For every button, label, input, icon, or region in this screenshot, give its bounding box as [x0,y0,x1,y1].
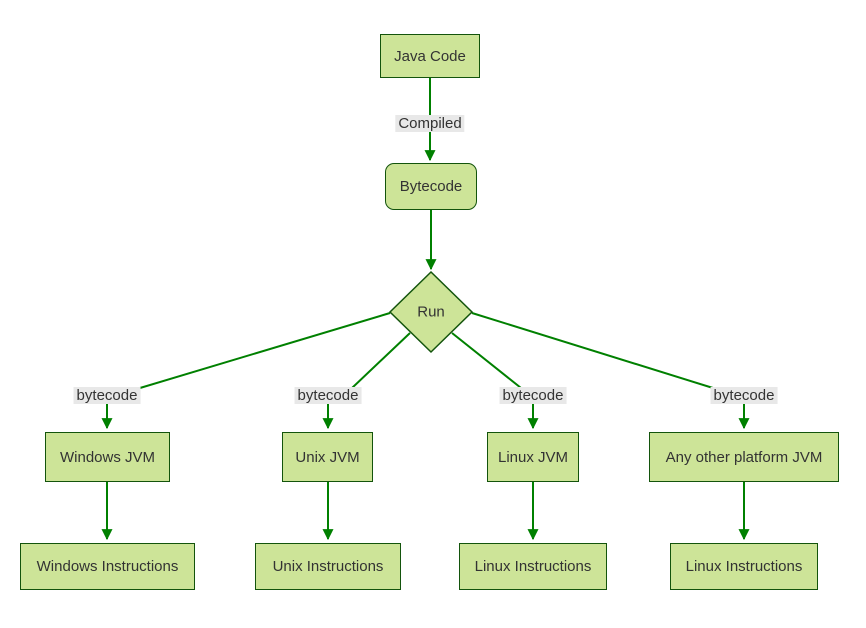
edge-label-compiled: Compiled [395,115,465,132]
edge-label-bytecode-1: bytecode [73,387,141,404]
node-unix-jvm: Unix JVM [282,432,373,482]
node-unix-instructions: Unix Instructions [255,543,401,590]
edge-label-bytecode-3: bytecode [499,387,567,404]
node-linux-instructions: Linux Instructions [459,543,607,590]
node-java-code: Java Code [380,34,480,78]
node-other-linux-instructions: Linux Instructions [670,543,818,590]
edge-label-bytecode-2: bytecode [294,387,362,404]
node-other-platform-jvm: Any other platform JVM [649,432,839,482]
edge-run-linux-jvm [451,332,539,430]
node-windows-jvm: Windows JVM [45,432,170,482]
node-bytecode: Bytecode [385,163,477,210]
edge-run-other-jvm [471,312,750,430]
node-run-label: Run [417,303,445,321]
node-windows-instructions: Windows Instructions [20,543,195,590]
edge-run-windows-jvm [101,312,391,430]
edge-label-bytecode-4: bytecode [710,387,778,404]
edge-run-unix-jvm [322,332,411,430]
node-run-diamond [388,270,474,354]
node-linux-jvm: Linux JVM [487,432,579,482]
